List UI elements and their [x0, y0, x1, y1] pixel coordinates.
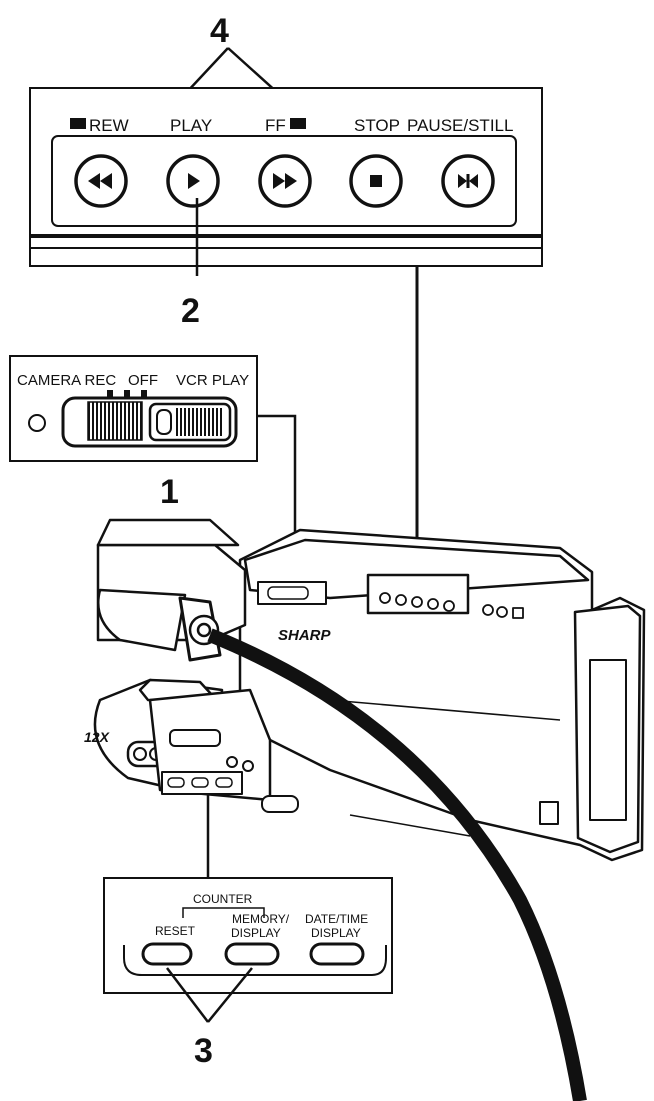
memory-display-button[interactable] — [224, 942, 280, 966]
brand-logo: SHARP — [278, 627, 332, 644]
date-time-display-label: DISPLAY — [311, 926, 361, 940]
date-time-label: DATE/TIME — [305, 912, 368, 926]
callout-3-leader — [166, 967, 253, 1023]
fast-forward-icon — [273, 173, 297, 189]
pause-still-label: PAUSE/STILL — [407, 116, 513, 135]
reset-label: RESET — [155, 924, 196, 938]
stop-label: STOP — [354, 116, 400, 135]
camcorder-illustration — [93, 518, 646, 1101]
stop-icon — [370, 175, 382, 187]
date-time-display-button[interactable] — [309, 942, 365, 966]
play-label: PLAY — [170, 116, 212, 135]
counter-group-label: COUNTER — [193, 892, 253, 906]
callout-1: 1 — [160, 473, 179, 511]
callout-2: 2 — [181, 292, 200, 330]
play-icon — [188, 173, 200, 189]
callout-3: 3 — [194, 1032, 213, 1070]
camera-rec-label: CAMERA REC — [17, 372, 116, 389]
vcr-play-label: VCR PLAY — [176, 372, 249, 389]
stop-button[interactable] — [349, 154, 403, 208]
transport-panel: REW PLAY FF STOP PAUSE/STILL — [29, 87, 543, 267]
counter-panel: COUNTER RESET MEMORY/ DISPLAY DATE/TIME … — [103, 877, 393, 994]
memory-label: MEMORY/ — [232, 912, 290, 926]
zoom-badge: 12X — [84, 729, 111, 745]
indicator-lamp — [28, 414, 46, 432]
ff-label: FF — [265, 116, 286, 135]
mode-switch-panel: CAMERA REC OFF VCR PLAY — [9, 355, 258, 462]
play-button[interactable] — [166, 154, 220, 208]
off-label: OFF — [128, 372, 158, 389]
rewind-button[interactable] — [74, 154, 128, 208]
rew-label: REW — [89, 116, 129, 135]
rew-symbol-icon — [70, 118, 86, 129]
pause-still-icon — [458, 174, 478, 188]
callout-4: 4 — [210, 12, 229, 50]
fast-forward-button[interactable] — [258, 154, 312, 208]
mode-switch-leader — [257, 414, 297, 560]
mode-slider-knob[interactable] — [148, 402, 232, 442]
memory-display-label: DISPLAY — [231, 926, 281, 940]
ff-symbol-icon — [290, 118, 306, 129]
pause-still-button[interactable] — [441, 154, 495, 208]
rewind-icon — [88, 173, 112, 189]
reset-button[interactable] — [141, 942, 193, 966]
